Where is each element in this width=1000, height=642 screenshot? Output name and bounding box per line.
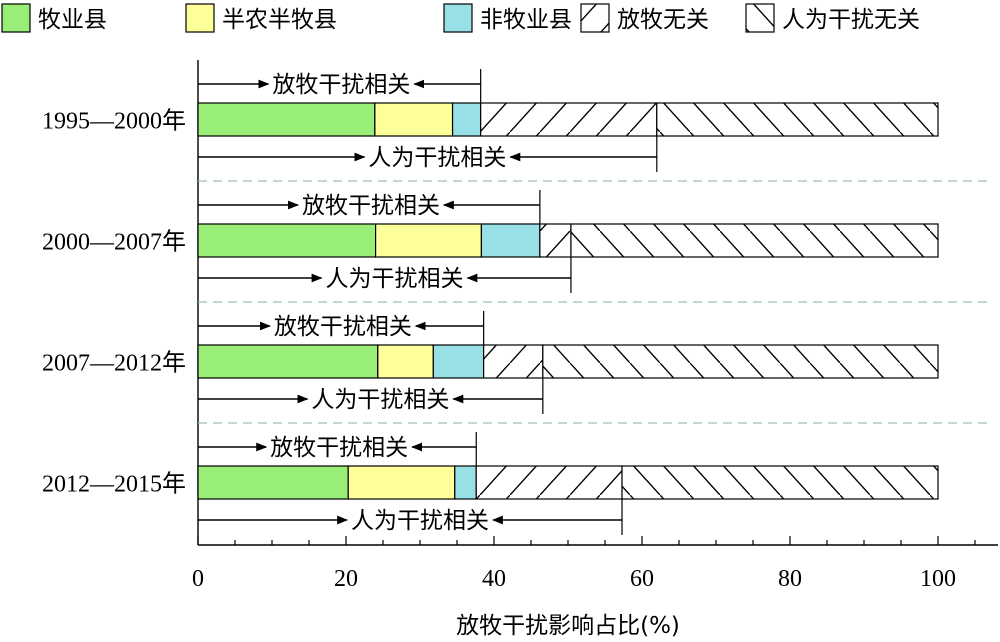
category-label: 2007—2012年 — [42, 350, 186, 377]
legend-item-3: 非牧业县 — [443, 3, 572, 33]
x-tick-label: 60 — [630, 566, 654, 592]
x-axis-title: 放牧干扰影响占比(%) — [456, 613, 680, 639]
bar-segment — [375, 223, 483, 258]
bar-segment — [432, 344, 485, 379]
legend-label: 放牧无关 — [617, 7, 709, 33]
x-tick-label: 0 — [192, 566, 204, 592]
bar-segment — [656, 102, 939, 137]
bar-segment — [539, 223, 572, 258]
grazing-annotation-label: 放牧干扰相关 — [302, 193, 440, 219]
legend-swatch — [745, 3, 775, 33]
legend-label: 非牧业县 — [480, 7, 572, 33]
category-label: 2012—2015年 — [42, 471, 186, 498]
legend-item-1: 牧业县 — [1, 3, 107, 33]
legend-label: 人为干扰无关 — [782, 7, 920, 33]
legend-item-5: 人为干扰无关 — [745, 3, 920, 33]
human-annotation-label: 人为干扰相关 — [325, 266, 463, 292]
bar-segment — [374, 102, 454, 137]
legend-label: 半农半牧县 — [222, 7, 337, 33]
bar-segment — [197, 465, 349, 500]
grazing-annotation-label: 放牧干扰相关 — [272, 72, 410, 98]
bar-segment — [480, 102, 658, 137]
bar-segment — [475, 465, 623, 500]
bar-segment — [480, 223, 541, 258]
bar-segment — [621, 465, 939, 500]
x-tick-label: 40 — [482, 566, 506, 592]
bar-segment — [451, 102, 482, 137]
legend-swatch — [1, 3, 31, 33]
human-annotation-label: 人为干扰相关 — [311, 387, 449, 413]
bar-segment — [197, 223, 377, 258]
legend-swatch — [580, 3, 610, 33]
bar-segment — [454, 465, 477, 500]
bar-segment — [197, 344, 379, 379]
category-label: 2000—2007年 — [42, 229, 186, 256]
x-tick-label: 20 — [334, 566, 358, 592]
bar-segment — [197, 102, 376, 137]
legend-swatch — [185, 3, 215, 33]
bar-segment — [347, 465, 456, 500]
x-tick-label: 80 — [778, 566, 802, 592]
legend-item-4: 放牧无关 — [580, 3, 709, 33]
bar-segment — [377, 344, 434, 379]
grazing-annotation-label: 放牧干扰相关 — [274, 314, 412, 340]
legend-swatch — [443, 3, 473, 33]
legend-item-2: 半农半牧县 — [185, 3, 337, 33]
human-annotation-label: 人为干扰相关 — [368, 145, 506, 171]
human-annotation-label: 人为干扰相关 — [351, 508, 489, 534]
category-label: 1995—2000年 — [42, 108, 186, 135]
legend-label: 牧业县 — [38, 7, 107, 33]
bar-segment — [483, 344, 544, 379]
grazing-annotation-label: 放牧干扰相关 — [270, 435, 408, 461]
bar-segment — [542, 344, 939, 379]
bar-segment — [570, 223, 939, 258]
x-tick-label: 100 — [920, 566, 956, 592]
